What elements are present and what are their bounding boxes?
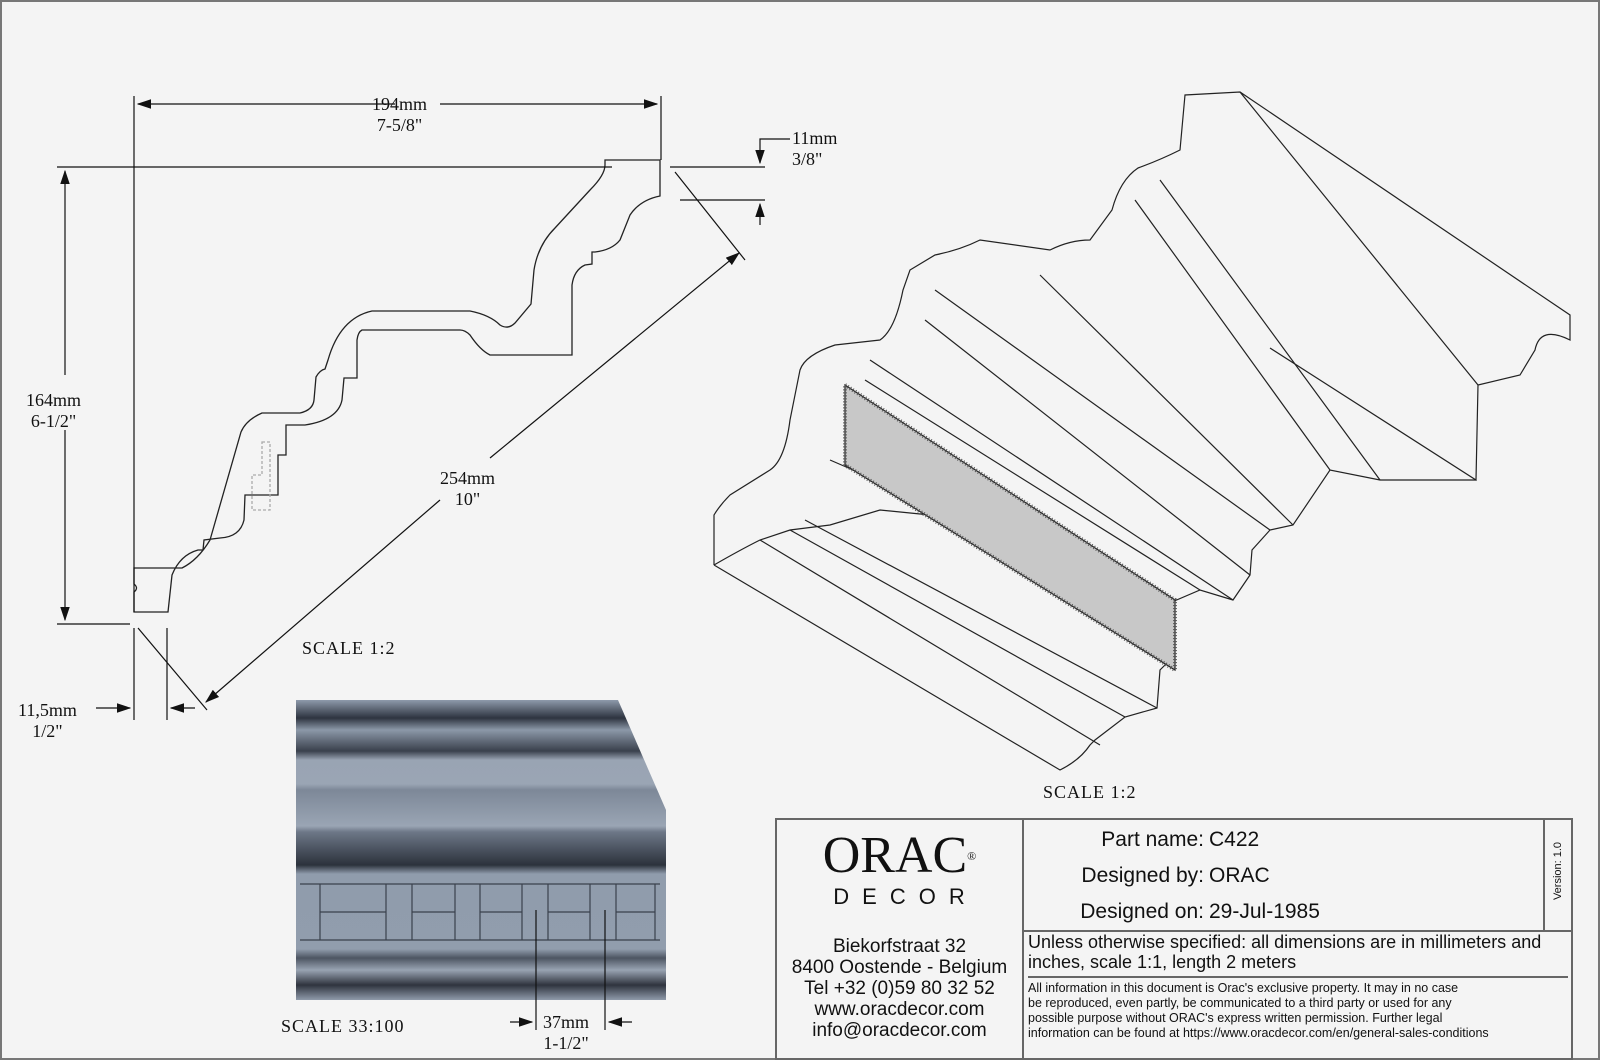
address-city: 8400 Oostende - Belgium — [791, 957, 1008, 978]
legal-line: possible purpose without ORAC's express … — [1028, 1011, 1443, 1025]
bottom-offset-inch: 1/2" — [32, 721, 63, 741]
address-website: www.oracdecor.com — [814, 999, 985, 1020]
iso-scale-label: SCALE 1:2 — [1043, 782, 1137, 802]
orac-logo: ORAC® — [777, 830, 1022, 882]
dimensions-note: Unless otherwise specified: all dimensio… — [1028, 932, 1568, 978]
detail-render — [296, 700, 666, 1030]
legal-line: All information in this document is Orac… — [1028, 981, 1459, 995]
detail-mm: 37mm — [543, 1012, 590, 1032]
height-mm: 164mm — [26, 390, 82, 410]
logo-sub: DECOR — [833, 884, 978, 909]
dimension-lines — [57, 96, 790, 720]
profile-section — [133, 159, 661, 613]
diagonal-inch: 10" — [454, 489, 481, 509]
version-label: Version: 1.0 — [1552, 841, 1564, 901]
title-block: ORAC® DECOR Biekorfstraat 32 8400 Oosten… — [775, 818, 1573, 1060]
field-label: Part name: — [1101, 828, 1204, 851]
top-offset-inch: 3/8" — [792, 149, 823, 169]
field-designed-on: Designed on:29-Jul-1985 — [1024, 894, 1544, 930]
top-offset-mm: 11mm — [792, 128, 838, 148]
address-street: Biekorfstraat 32 — [832, 936, 967, 957]
address: Biekorfstraat 32 8400 Oostende - Belgium… — [777, 936, 1022, 1041]
width-inch: 7-5/8" — [376, 115, 423, 135]
field-label: Designed on: — [1080, 900, 1204, 923]
legal-line: be reproduced, even partly, be communica… — [1028, 996, 1452, 1010]
field-designed-by: Designed by:ORAC — [1024, 858, 1544, 894]
version-box: Version: 1.0 — [1543, 820, 1571, 932]
height-inch: 6-1/2" — [30, 411, 77, 431]
address-email: info@oracdecor.com — [812, 1020, 987, 1041]
bottom-offset-mm: 11,5mm — [18, 700, 77, 720]
address-phone: Tel +32 (0)59 80 32 52 — [804, 978, 995, 999]
field-value: C422 — [1209, 828, 1260, 851]
legal-line: information can be found at https://www.… — [1028, 1026, 1489, 1040]
part-fields: Part name:C422 Designed by:ORAC Designed… — [1024, 820, 1544, 932]
isometric-view — [713, 91, 1571, 771]
field-part-name: Part name:C422 — [1024, 822, 1544, 858]
diagonal-mm: 254mm — [440, 468, 496, 488]
company-block: ORAC® DECOR Biekorfstraat 32 8400 Oosten… — [777, 820, 1024, 1058]
registered-mark: ® — [967, 849, 977, 863]
logo-main: ORAC — [822, 827, 968, 884]
field-label: Designed by: — [1081, 864, 1204, 887]
field-value: ORAC — [1209, 864, 1270, 887]
width-mm: 194mm — [372, 94, 428, 114]
legal-notice: All information in this document is Orac… — [1028, 981, 1568, 1041]
profile-scale-label: SCALE 1:2 — [302, 638, 396, 658]
field-value: 29-Jul-1985 — [1209, 900, 1320, 923]
detail-scale-label: SCALE 33:100 — [281, 1016, 405, 1036]
detail-inch: 1-1/2" — [543, 1033, 589, 1053]
